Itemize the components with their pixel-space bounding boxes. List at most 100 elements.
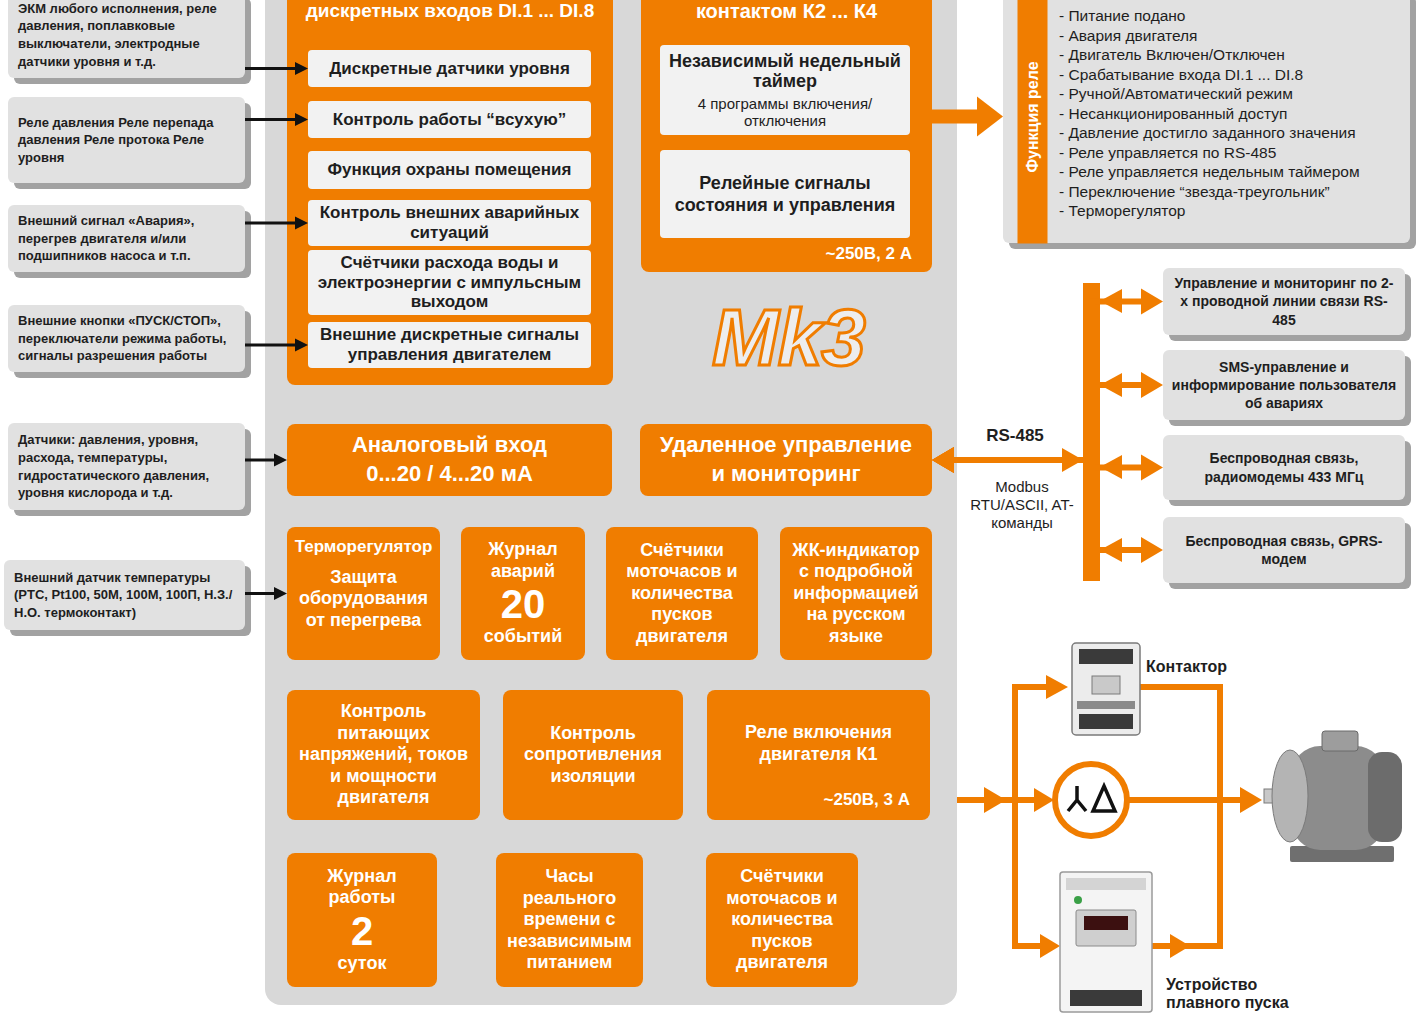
star-symbol <box>1068 786 1086 811</box>
box-text: Счётчики расхода воды и электроэнергии с… <box>314 253 585 312</box>
wire-arrowhead <box>1040 934 1060 958</box>
delta-symbol <box>1093 786 1115 811</box>
input-group-box: дискретных входов DI.1 ... DI.8Дискретны… <box>287 0 613 385</box>
box-subtext: Защита оборудования от перегрева <box>289 567 438 632</box>
wire <box>1015 797 1036 803</box>
soft-starter-display <box>1084 916 1128 930</box>
box-text: Внешний сигнал «Авария», перегрев двигат… <box>18 212 237 265</box>
arrowhead <box>1141 289 1163 315</box>
arrowhead <box>274 454 287 467</box>
box-text: Контроль работы “всухую” <box>314 110 585 130</box>
arrowhead <box>274 587 287 600</box>
connector-line <box>952 385 1143 460</box>
function-box: Независимый недельный таймер4 программы … <box>660 45 910 135</box>
box-text: Дискретные датчики уровня <box>314 59 585 79</box>
box-text: Удаленное управление и мониторинг <box>655 431 917 488</box>
arrowhead <box>295 113 308 126</box>
soft-starter-terminals <box>1070 990 1142 1006</box>
feature-box: Контроль сопротивления изоляции <box>503 690 683 820</box>
bus-connector <box>932 447 1163 481</box>
arrowhead <box>977 97 1003 137</box>
bus-connector <box>932 372 1163 473</box>
device-logo: Mk3 <box>712 298 865 378</box>
signal-arrow <box>932 97 1003 137</box>
box-text: Внешний датчик температуры (PTC, Pt100, … <box>14 569 237 622</box>
box-text: Контроль внешних аварийных ситуаций <box>314 203 585 242</box>
box-text: Аналоговый вход 0...20 / 4...20 мА <box>335 431 565 488</box>
feature-box: Счётчики моточасов и количества пусков д… <box>606 527 758 660</box>
feature-box: Реле включения двигателя К1~250В, 3 А <box>707 690 930 820</box>
box-text: Счётчики моточасов и количества пусков д… <box>712 866 852 974</box>
motor-terminal-box <box>1322 731 1358 751</box>
box-text: Терморегулятор <box>289 537 438 557</box>
wire-arrowhead <box>1034 788 1054 812</box>
box-text: Функция реле <box>1017 0 1047 243</box>
box-text: Счётчики моточасов и количества пусков д… <box>612 540 752 648</box>
star-delta-circle <box>1055 764 1127 836</box>
wire <box>1217 684 1223 949</box>
box-text: ЖК-индикатор с подробной информацией на … <box>786 540 926 648</box>
box-text: ЭКМ любого исполнения, реле давления, по… <box>18 0 237 70</box>
box-subtext: суток <box>293 953 431 975</box>
box-text: Внешние кнопки «ПУСК/СТОП», переключател… <box>18 312 237 365</box>
part-name: Контактор <box>1146 657 1266 676</box>
device-panel: Mk3 дискретных входов DI.1 ... DI.8Дискре… <box>265 0 957 1005</box>
bus-arrowhead <box>1062 448 1083 472</box>
connector-line <box>245 459 276 462</box>
box-subtext: ~250В, 3 А <box>707 790 910 810</box>
wire <box>1140 684 1223 690</box>
comm-box: Беспроводная связь, GPRS-модем <box>1163 517 1405 583</box>
soft-starter-picture <box>1060 872 1152 1012</box>
signal-arrow <box>245 454 287 467</box>
box-subtext: 4 программы включения/отключения <box>666 95 904 130</box>
box-text: Релейные сигналы состояния и управления <box>666 172 904 217</box>
connector-line <box>245 592 276 595</box>
wire-arrowhead <box>1240 787 1262 813</box>
bus-arrowhead <box>1100 373 1122 397</box>
soft-starter-logo <box>1074 896 1082 904</box>
box-subtext: - Давление достигло заданного значения <box>1059 123 1402 143</box>
star-delta-symbol <box>1055 764 1127 836</box>
box-subtext: - Переключение “звезда-треугольник” <box>1059 182 1402 202</box>
motor-fan-cover <box>1368 752 1402 842</box>
input-source-box: Внешний датчик температуры (PTC, Pt100, … <box>4 560 245 630</box>
box-text: Контроль сопротивления изоляции <box>509 723 677 788</box>
box-subtext: - Реле управляется по RS-485 <box>1059 143 1402 163</box>
signal-arrow <box>245 339 308 352</box>
box-text: Журнал аварий <box>467 539 579 582</box>
box-text: Управление и мониторинг по 2-х проводной… <box>1171 274 1397 329</box>
relay-group-box: контактом К2 ... К4~250В, 2 АНезависимый… <box>641 0 932 272</box>
function-box: Контроль работы “всухую” <box>308 101 591 138</box>
connector-line <box>245 222 297 225</box>
box-subtext: - Срабатывание входа DI.1 ... DI.8 <box>1059 65 1402 85</box>
wire-arrowhead <box>1170 934 1190 958</box>
wire <box>1015 684 1048 690</box>
wire-arrowhead <box>984 787 1006 813</box>
wire-arrowhead <box>1046 675 1068 699</box>
function-box: Счётчики расхода воды и электроэнергии с… <box>308 250 591 315</box>
soft-starter-top <box>1066 878 1146 890</box>
box-subtext: - Двигатель Включен/Отключен <box>1059 45 1402 65</box>
arrowhead <box>1141 455 1163 481</box>
soft-starter-body <box>1060 872 1152 1012</box>
relay-function-list: Функция реле- Питание подано- Авария дви… <box>1003 0 1410 243</box>
box-text: Контроль питающих напряжений, токов и мо… <box>293 701 474 809</box>
connector-line <box>952 460 1143 468</box>
signal-arrow <box>245 217 308 230</box>
arrowhead <box>295 62 308 75</box>
bus-arrowhead <box>1100 289 1122 313</box>
box-text: Функция охраны помещения <box>314 160 585 180</box>
comm-box: Управление и мониторинг по 2-х проводной… <box>1163 268 1405 335</box>
comm-box: SMS-управление и информирование пользова… <box>1163 350 1405 420</box>
signal-arrow <box>245 62 308 75</box>
bus-name: RS-485 <box>972 426 1058 446</box>
box-subtext: - Терморегулятор <box>1059 201 1402 221</box>
feature-box: Счётчики моточасов и количества пусков д… <box>706 853 858 987</box>
box-subtext: событий <box>467 626 579 648</box>
box-text: Независимый недельный таймер <box>666 51 904 92</box>
box-text: Внешние дискретные сигналы управления дв… <box>314 325 585 364</box>
box-text: Беспроводная связь, GPRS-модем <box>1171 532 1397 568</box>
feature-box: Удаленное управление и мониторинг <box>640 424 932 496</box>
box-text: Реле давления Реле перепада давления Рел… <box>18 114 237 167</box>
